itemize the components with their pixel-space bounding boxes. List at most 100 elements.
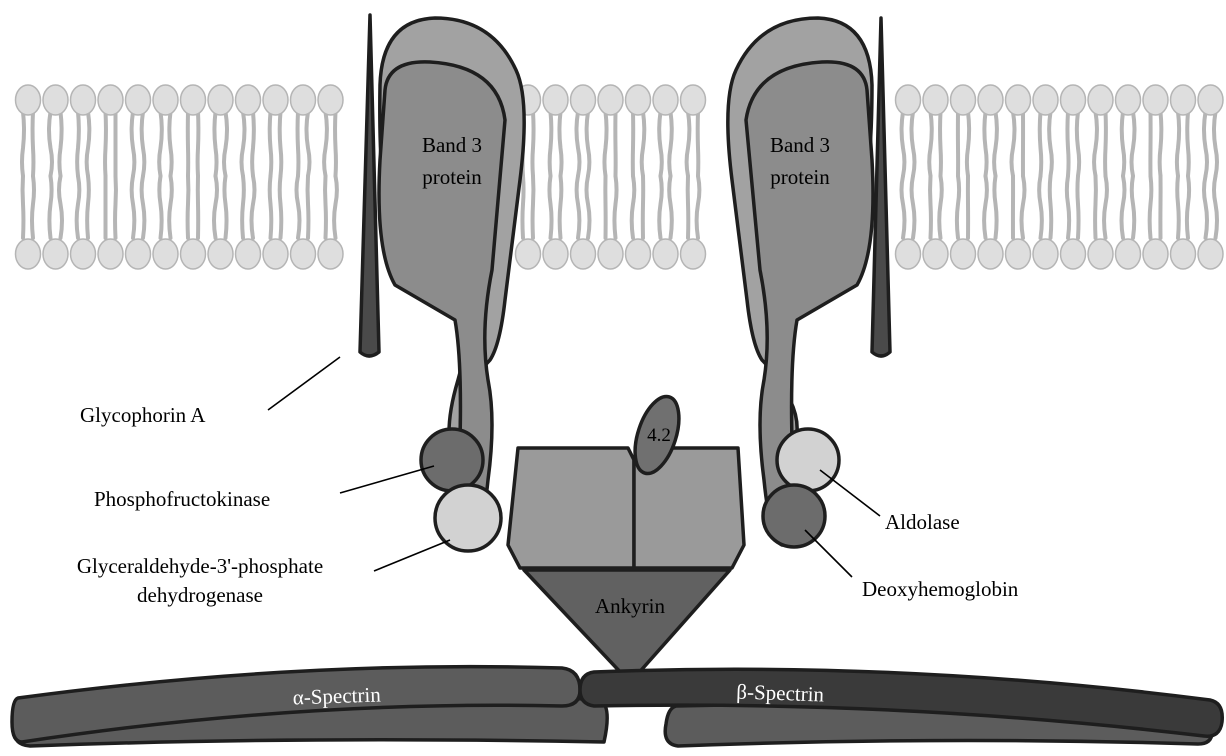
lipid-head [543,85,568,115]
lipid-head [951,85,976,115]
lipid-head [126,239,151,269]
lipid-head [291,239,316,269]
lipid-tail [214,112,227,176]
lipid-head [71,239,96,269]
glycophorin-a-label: Glycophorin A [80,403,206,427]
lipid-tail [106,176,116,238]
lipid-tail [1012,112,1024,176]
lipid-tail [159,176,171,238]
lipid-tail [930,176,942,238]
lipid-tail [132,176,145,238]
lipid-head [681,239,706,269]
lipid-head [43,239,68,269]
lipid-head [626,239,651,269]
lipid-tail [633,112,645,176]
lipid-head [1171,85,1196,115]
lipid-head [43,85,68,115]
lipid-head [653,85,678,115]
lipid-tail [958,112,969,176]
lipid-head [318,85,343,115]
lipid-head [208,239,233,269]
lipid-tail [132,112,145,176]
lipid-tail [1150,176,1161,238]
lipid-tail [1067,112,1079,176]
lipid-tail [1013,176,1025,238]
lipid-tail [270,176,282,238]
lipid-tail [929,112,941,176]
lipid-head [571,239,596,269]
aldolase [777,429,839,491]
lipid-tail [159,112,171,176]
lipid-tail [1177,176,1189,238]
lipid-tail [550,112,562,176]
lipid-head [598,85,623,115]
band3-cytoplasmic-domain-left [508,448,634,568]
lipid-tail [325,176,337,238]
lipid-head [516,239,541,269]
lipid-head [653,239,678,269]
lipid-head [1116,239,1141,269]
lipid-tail [522,176,533,238]
lipid-head [1143,85,1168,115]
lipid-tail [1067,176,1079,238]
lipid-head [1198,85,1223,115]
lipid-head [923,239,948,269]
lipid-tail [1122,112,1135,176]
lipid-tail [23,176,34,238]
lipid-head [978,239,1003,269]
lipid-head [896,85,921,115]
aldolase-label: Aldolase [885,510,960,534]
lipid-tail [984,176,997,238]
lipid-tail [688,176,700,238]
lipid-head [263,239,288,269]
lipid-tail [604,112,615,176]
lipid-head [1033,85,1058,115]
lipid-tail [298,112,310,176]
lipid-tail [902,112,915,176]
lipid-head [153,85,178,115]
lipid-head [1006,85,1031,115]
lipid-head [1006,239,1031,269]
lipid-head [1061,85,1086,115]
lipid-head [208,85,233,115]
lipid-tail [77,112,89,176]
lipid-head [1061,239,1086,269]
lipid-head [263,85,288,115]
lipid-head [923,85,948,115]
lipid-tail [270,112,282,176]
lipid-head [98,239,123,269]
band3-right-label-line2: protein [770,165,830,189]
deoxyhemoglobin-label: Deoxyhemoglobin [862,577,1019,601]
lipid-tail [1204,112,1217,176]
lipid-head [543,239,568,269]
lipid-tail [1094,112,1106,176]
lipid-head [571,85,596,115]
lipid-tail [77,176,89,238]
alpha-spectrin-label: α-Spectrin [292,682,381,709]
lipid-head [153,239,178,269]
lipid-tail [687,112,699,176]
lipid-head [1198,239,1223,269]
lipid-head [1116,85,1141,115]
lipid-head [291,85,316,115]
band3-right-label-line1: Band 3 [770,133,830,157]
lipid-head [1143,239,1168,269]
ankyrin-label: Ankyrin [595,594,665,618]
lipid-head [626,85,651,115]
lipid-tail [1040,112,1052,176]
lipid-tail [49,112,62,176]
lipid-head [16,85,41,115]
lipid-tail [549,176,561,238]
glyceraldehyde-3-phosphate-dehydrogenase [435,485,501,551]
lipid-head [896,239,921,269]
lipid-head [598,239,623,269]
gapdh-label-line2: dehydrogenase [137,583,263,607]
lipid-tail [957,176,968,238]
band3-left-label-line2: protein [422,165,482,189]
lipid-head [126,85,151,115]
lipid-head [1088,85,1113,115]
lipid-tail [577,176,590,238]
lipid-tail [214,176,227,238]
